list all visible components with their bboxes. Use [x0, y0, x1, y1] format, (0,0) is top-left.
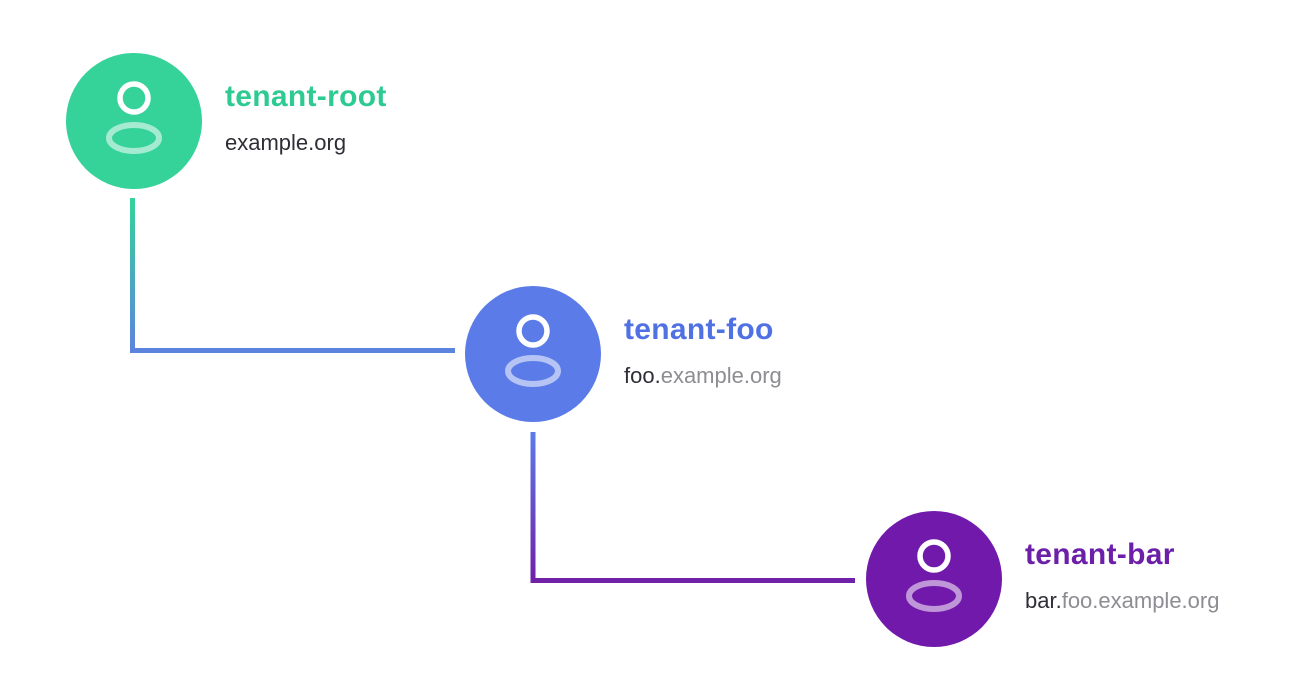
- domain-primary: bar.: [1025, 588, 1062, 613]
- tenant-name: tenant-root: [225, 80, 387, 113]
- domain-secondary: foo.example.org: [1061, 588, 1220, 613]
- tenant-foo-labels: tenant-foo foo.example.org: [624, 313, 782, 389]
- tenant-domain: example.org: [225, 130, 387, 156]
- tenant-bar-avatar: [866, 511, 1002, 647]
- domain-secondary: example.org: [660, 363, 782, 388]
- tenant-domain: foo.example.org: [624, 363, 782, 389]
- tenant-name: tenant-bar: [1025, 538, 1175, 571]
- domain-primary: foo.: [624, 363, 661, 388]
- user-icon: [505, 314, 561, 387]
- connector-root-to-foo: [130, 198, 455, 353]
- user-icon: [106, 81, 162, 154]
- tenant-name: tenant-foo: [624, 313, 774, 346]
- tenant-bar-labels: tenant-bar bar.foo.example.org: [1025, 538, 1219, 614]
- tenant-domain: bar.foo.example.org: [1025, 588, 1219, 614]
- tenant-root-labels: tenant-root example.org: [225, 80, 387, 156]
- domain-primary: example.org: [225, 130, 347, 155]
- user-icon: [906, 539, 962, 612]
- tenant-foo-avatar: [465, 286, 601, 422]
- tenant-root-avatar: [66, 53, 202, 189]
- connector-foo-to-bar: [530, 432, 855, 583]
